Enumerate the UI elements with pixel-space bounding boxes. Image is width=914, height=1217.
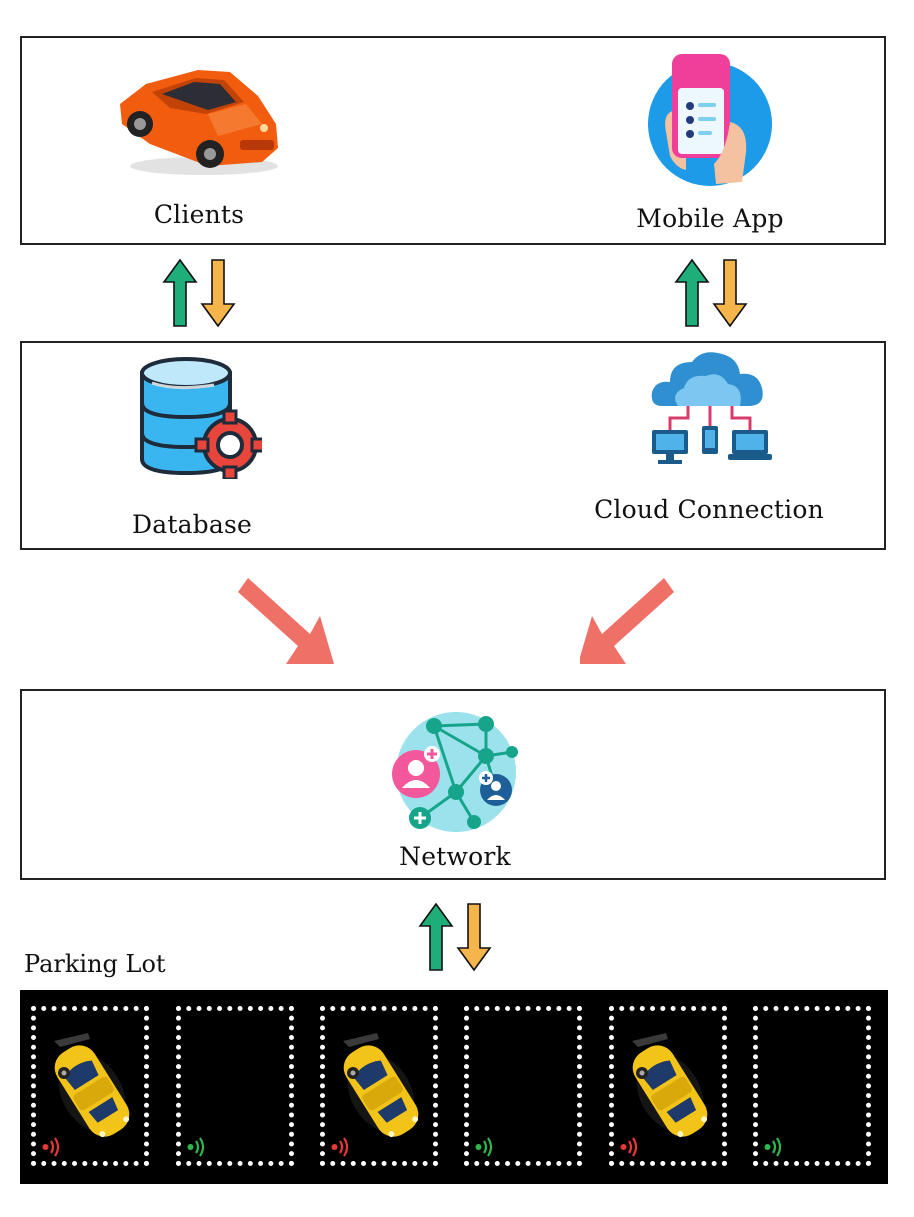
parking-slot-5 [609, 1006, 727, 1166]
red-car-icon [120, 70, 278, 175]
cloud-network-icon [651, 352, 772, 464]
parking-slot-4 [464, 1006, 582, 1166]
parking-slot-6 [753, 1006, 871, 1166]
bidirectional-arrows-right [674, 258, 748, 328]
mobile-app-label: Mobile App [636, 204, 784, 233]
signal-red-icon [620, 1137, 638, 1157]
yellow-car-icon [343, 1033, 419, 1138]
parking-lot-title: Parking Lot [24, 950, 166, 978]
flow-arrow-right [580, 578, 674, 664]
phone-in-hand-icon [648, 54, 772, 186]
bidirectional-arrows-left [162, 258, 236, 328]
network-label: Network [399, 842, 511, 871]
parking-slot-1 [31, 1006, 149, 1166]
database-gear-icon [140, 357, 262, 479]
signal-green-icon [475, 1137, 493, 1157]
cloud-connection-label: Cloud Connection [594, 495, 824, 524]
flow-arrow-left [238, 578, 334, 664]
parking-slot-2 [176, 1006, 294, 1166]
database-label: Database [131, 510, 253, 539]
parking-lot [20, 990, 888, 1184]
network-nodes-icon [392, 712, 518, 832]
signal-green-icon [187, 1137, 205, 1157]
bidirectional-arrows-network [418, 902, 492, 972]
yellow-car-icon [632, 1033, 708, 1138]
signal-green-icon [764, 1137, 782, 1157]
yellow-car-icon [54, 1033, 130, 1138]
signal-red-icon [331, 1137, 349, 1157]
clients-label: Clients [153, 200, 245, 229]
signal-red-icon [42, 1137, 60, 1157]
parking-slot-3 [320, 1006, 438, 1166]
